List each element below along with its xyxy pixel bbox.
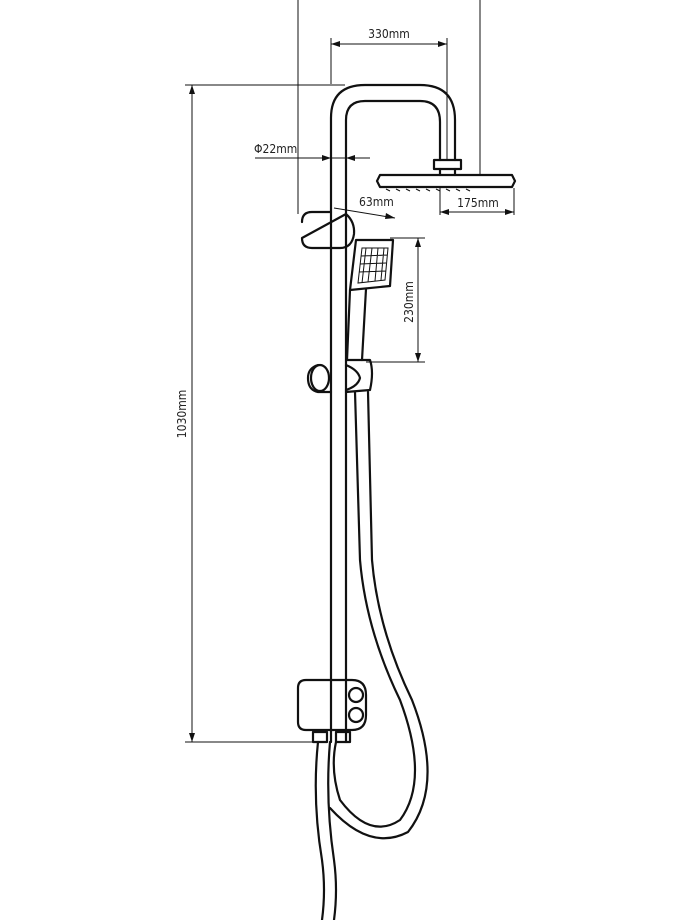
upper-wall-bracket bbox=[300, 210, 356, 250]
hand-shower-handle bbox=[345, 287, 368, 362]
inlet-connector-right bbox=[334, 730, 352, 744]
dimension-label-1030: 1030mm bbox=[175, 390, 189, 439]
slider-holder bbox=[306, 358, 374, 394]
shower-hose-tail bbox=[314, 740, 338, 920]
arrow-175-left bbox=[440, 209, 449, 215]
shower-hose bbox=[332, 390, 417, 828]
arrow-175-right bbox=[505, 209, 514, 215]
arrow-22-left bbox=[322, 155, 331, 161]
inlet-connector-left bbox=[311, 730, 329, 744]
shower-column-assembly bbox=[296, 83, 517, 920]
riser-pipe bbox=[329, 83, 457, 744]
arrow-22-right bbox=[346, 155, 355, 161]
slider-grip bbox=[344, 363, 362, 392]
arrow-230-bottom bbox=[415, 353, 421, 362]
hand-shower-head bbox=[348, 238, 395, 292]
diverter-body bbox=[296, 678, 368, 732]
slider-knob bbox=[309, 363, 331, 393]
shower-arm-nut bbox=[432, 158, 463, 171]
dimension-line-63 bbox=[333, 207, 396, 219]
dimension-label-22: Φ22mm bbox=[254, 142, 297, 156]
dimension-label-330: 330mm bbox=[368, 27, 410, 41]
arrow-1030-bottom bbox=[189, 733, 195, 742]
dimension-label-175: 175mm bbox=[457, 196, 499, 210]
arrow-1030-top bbox=[189, 85, 195, 94]
hand-shower-grid bbox=[357, 247, 389, 284]
hand-shower bbox=[345, 238, 395, 362]
dimension-label-230: 230mm bbox=[402, 281, 416, 323]
dimension-annotations: 330mm Φ22mm 175mm 63mm 230mm 1030m bbox=[175, 0, 515, 743]
diverter-knob-top bbox=[347, 686, 365, 704]
arrow-330-left bbox=[331, 41, 340, 47]
dimension-label-63: 63mm bbox=[359, 195, 394, 209]
arrow-63-right bbox=[385, 213, 395, 219]
rain-shower-head bbox=[375, 173, 517, 189]
arrow-230-top bbox=[415, 238, 421, 247]
diverter-knob-bottom bbox=[347, 706, 365, 724]
shower-hose-inner bbox=[328, 390, 429, 840]
arrow-330-right bbox=[438, 41, 447, 47]
shower-head-nozzles bbox=[385, 188, 471, 192]
